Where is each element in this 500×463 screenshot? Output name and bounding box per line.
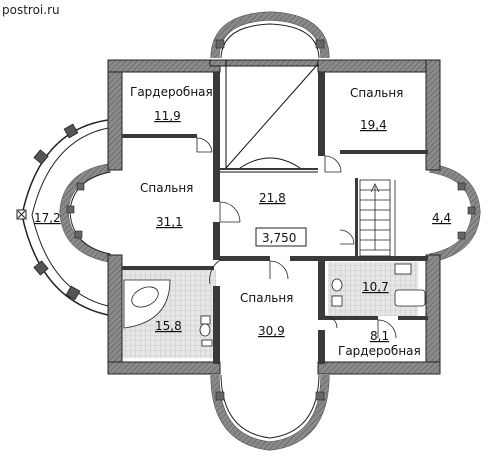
- room-area-bath-se: 10,7: [362, 280, 389, 294]
- room-name-bedroom-ne: Спальня: [350, 86, 403, 100]
- room-area-bedroom-s: 30,9: [258, 324, 285, 338]
- watermark: postroi.ru: [2, 3, 60, 17]
- bay-east: [429, 163, 481, 263]
- doors: [196, 137, 397, 339]
- room-area-hall: 21,8: [259, 191, 286, 205]
- bay-west: [59, 163, 111, 263]
- bay-south: [210, 374, 330, 451]
- room-area-bedroom-ne: 19,4: [360, 118, 387, 132]
- room-area-stair: 4,4: [432, 211, 451, 225]
- hall-details: [220, 60, 319, 173]
- bath-fixtures: [123, 263, 426, 347]
- level-mark: 3,750: [255, 227, 307, 247]
- balcony-posts: [33, 123, 81, 301]
- room-labels: Гардеробная 11,9 Спальня 19,4 Спальня 31…: [34, 85, 451, 358]
- room-area-wardrobe-se: 8,1: [370, 329, 389, 343]
- balcony-west: [16, 119, 109, 316]
- staircase: [359, 179, 396, 257]
- room-name-bedroom-w: Спальня: [140, 181, 193, 195]
- room-area-bedroom-w: 31,1: [156, 215, 183, 229]
- level-mark-value: 3,750: [262, 231, 296, 245]
- room-name-wardrobe-nw: Гардеробная: [130, 85, 213, 99]
- interior-walls: [122, 72, 428, 364]
- room-area-bath-sw: 15,8: [155, 319, 182, 333]
- room-name-bedroom-s: Спальня: [240, 291, 293, 305]
- room-area-balcony-w: 17,2: [34, 211, 61, 225]
- room-area-wardrobe-nw: 11,9: [154, 109, 181, 123]
- room-name-wardrobe-se: Гардеробная: [338, 344, 421, 358]
- outer-walls: [107, 59, 441, 375]
- bay-north: [210, 11, 330, 59]
